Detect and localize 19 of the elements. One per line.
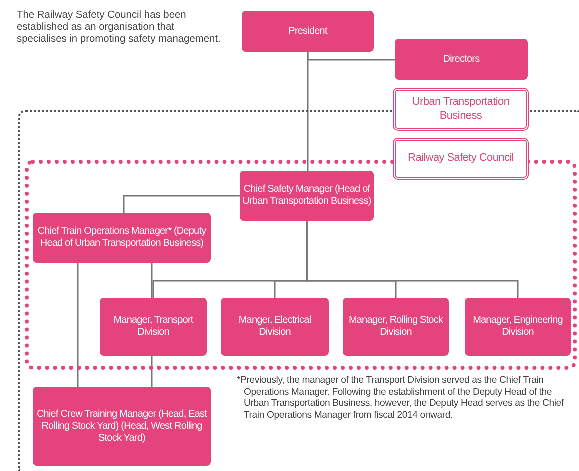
role-box: Manager, Transport Division	[100, 298, 207, 356]
connector-line	[306, 221, 519, 298]
role-box: Chief Crew Training Manager (Head, East Rolling Stock Yard) (Head, West Rolling Stock Yard)	[33, 387, 211, 466]
footnote: *Previously, the manager of the Transport Division served as the Chief Train Operations Manager. Following the establishment of the Deputy Head of the Urban Transportation Business, however, the Deputy Head serves as the Chief Train Operations Manager from fiscal 2014 onward.	[237, 375, 565, 421]
connector-line	[123, 195, 240, 213]
connector-line	[307, 52, 309, 171]
role-box: President	[242, 11, 374, 52]
intro-text: The Railway Safety Council has been established as an organisation that specialises in promoting safety management.	[17, 10, 222, 47]
connector-line	[77, 263, 79, 387]
role-box: Chief Train Operations Manager* (Deputy Head of Urban Transportation Business)	[33, 213, 211, 263]
connector-line	[151, 356, 153, 387]
role-box: Manger, Electrical Division	[221, 298, 329, 356]
role-box: Manager, Rolling Stock Division	[343, 298, 449, 356]
role-box: Chief Safety Manager (Head of Urban Transportation Business)	[240, 171, 374, 221]
region-heading: Urban Transportation Business	[393, 88, 529, 131]
connector-line	[151, 263, 153, 298]
role-box: Directors	[395, 39, 528, 80]
role-box: Manager, Engineering Division	[465, 298, 571, 356]
region-heading: Railway Safety Council	[393, 138, 529, 180]
